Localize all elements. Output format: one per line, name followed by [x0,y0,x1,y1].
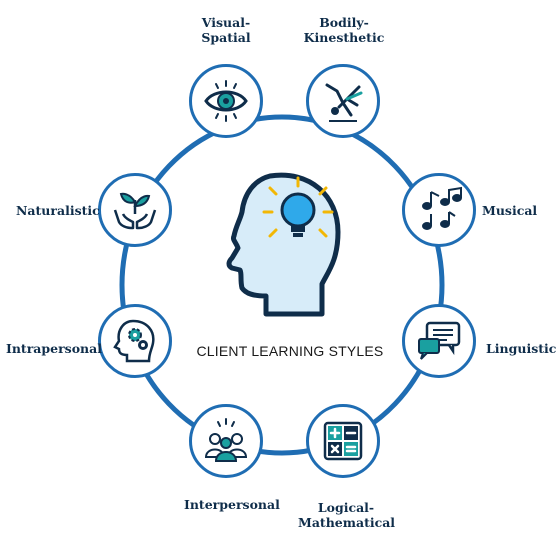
label-intrapersonal: Intrapersonal [6,341,102,356]
diagram-title: CLIENT LEARNING STYLES [196,343,384,359]
label-bodily-line1: Bodily- [319,15,369,30]
node-intrapersonal [98,304,172,378]
node-logical-mathematical [306,404,380,478]
eye-icon [204,80,248,122]
label-visual-line2: Spatial [201,30,251,45]
label-logical-line1: Logical- [317,500,375,515]
people-group-icon [204,418,248,462]
label-bodily-kinesthetic: Bodily- Kinesthetic [296,15,392,45]
label-logical-line2: Mathematical [298,515,396,530]
node-linguistic [402,304,476,378]
node-bodily-kinesthetic [306,64,380,138]
music-notes-icon [422,186,462,230]
gymnast-icon [325,83,363,122]
node-interpersonal [189,404,263,478]
label-visual-spatial: Visual- Spatial [186,15,266,45]
node-musical [402,173,476,247]
speech-bubbles-icon [418,321,461,360]
lightbulb-icon [262,176,334,238]
label-bodily-line2: Kinesthetic [303,30,385,45]
node-naturalistic [98,173,172,247]
hands-plant-icon [113,192,157,230]
calculator-icon [323,421,363,461]
node-visual-spatial [189,64,263,138]
head-lightbulb-icon [226,172,341,317]
label-naturalistic: Naturalistic [16,203,100,218]
label-logical-mathematical: Logical- Mathematical [298,500,396,530]
label-musical: Musical [482,203,538,218]
head-gears-icon [113,319,155,363]
label-interpersonal: Interpersonal [184,497,280,512]
label-visual-line1: Visual- [201,15,251,30]
label-linguistic: Linguistic [486,341,557,356]
